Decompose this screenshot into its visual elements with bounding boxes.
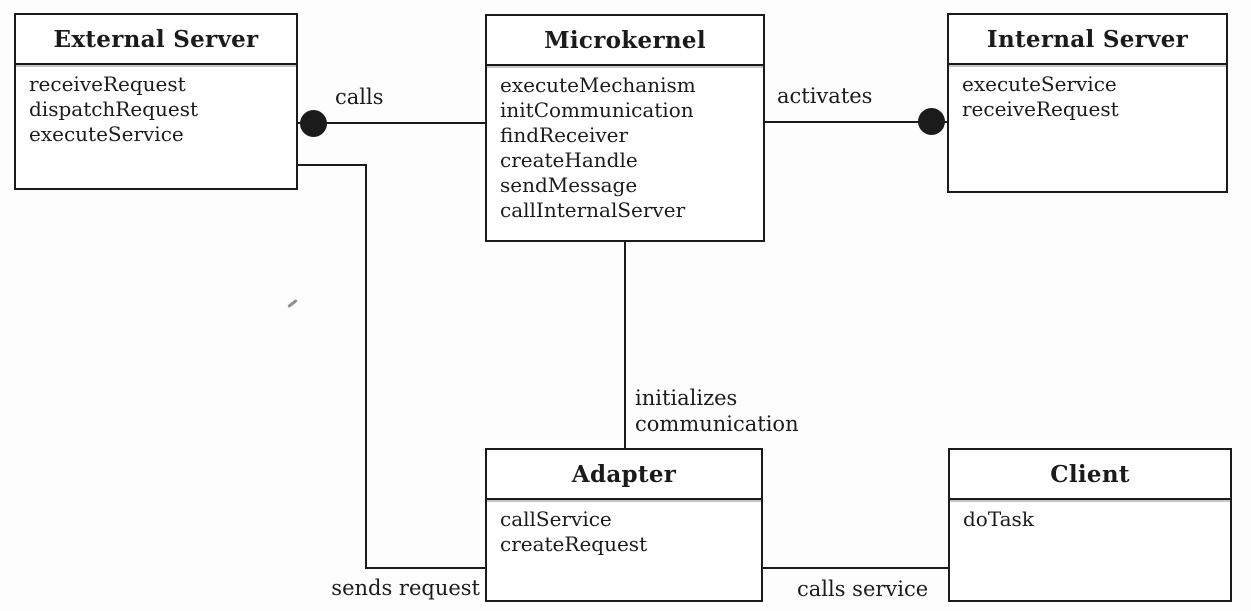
calls-label: calls: [335, 85, 384, 109]
method-item: createHandle: [500, 148, 638, 172]
class-box-internal-server: Internal Server executeService receiveRe…: [947, 13, 1228, 193]
activates-line: [765, 121, 947, 123]
class-box-external-server: External Server receiveRequest dispatchR…: [14, 13, 298, 190]
filled-circle-connector: [918, 108, 945, 135]
method-item: createRequest: [500, 532, 648, 556]
method-item: executeMechanism: [500, 73, 696, 97]
method-item: receiveRequest: [962, 97, 1119, 121]
method-item: receiveRequest: [29, 72, 186, 96]
class-title-microkernel: Microkernel: [487, 16, 763, 66]
calls-service-line: [763, 567, 948, 569]
class-methods-internal-server: executeService receiveRequest: [949, 65, 1226, 122]
method-item: callService: [500, 507, 612, 531]
sends-request-line-top: [298, 164, 367, 166]
calls-line: [298, 122, 485, 124]
method-item: initCommunication: [500, 98, 694, 122]
initializes-label-line2: communication: [635, 412, 799, 436]
method-item: executeService: [29, 122, 184, 146]
sends-request-line-bottom: [365, 567, 485, 569]
initializes-label-line1: initializes: [635, 386, 738, 410]
scan-artifact-mark: [287, 298, 298, 309]
class-title-internal-server: Internal Server: [949, 15, 1226, 65]
calls-service-label: calls service: [797, 577, 929, 601]
class-methods-client: doTask: [950, 500, 1230, 532]
sends-request-line-vertical: [365, 164, 367, 569]
method-item: sendMessage: [500, 173, 638, 197]
class-methods-microkernel: executeMechanism initCommunication findR…: [487, 66, 763, 223]
activates-label: activates: [777, 84, 873, 108]
initializes-communication-label: initializes communication: [635, 385, 799, 437]
class-box-client: Client doTask: [948, 448, 1232, 602]
class-title-client: Client: [950, 450, 1230, 500]
initializes-communication-line: [624, 242, 626, 448]
method-item: doTask: [963, 507, 1034, 531]
method-item: dispatchRequest: [29, 97, 199, 121]
class-methods-external-server: receiveRequest dispatchRequest executeSe…: [16, 65, 296, 147]
class-methods-adapter: callService createRequest: [487, 500, 761, 557]
sends-request-label: sends request: [331, 576, 480, 600]
class-title-external-server: External Server: [16, 15, 296, 65]
method-item: findReceiver: [500, 123, 629, 147]
class-title-adapter: Adapter: [487, 450, 761, 500]
method-item: callInternalServer: [500, 198, 686, 222]
class-box-adapter: Adapter callService createRequest: [485, 448, 763, 602]
class-box-microkernel: Microkernel executeMechanism initCommuni…: [485, 14, 765, 242]
method-item: executeService: [962, 72, 1117, 96]
